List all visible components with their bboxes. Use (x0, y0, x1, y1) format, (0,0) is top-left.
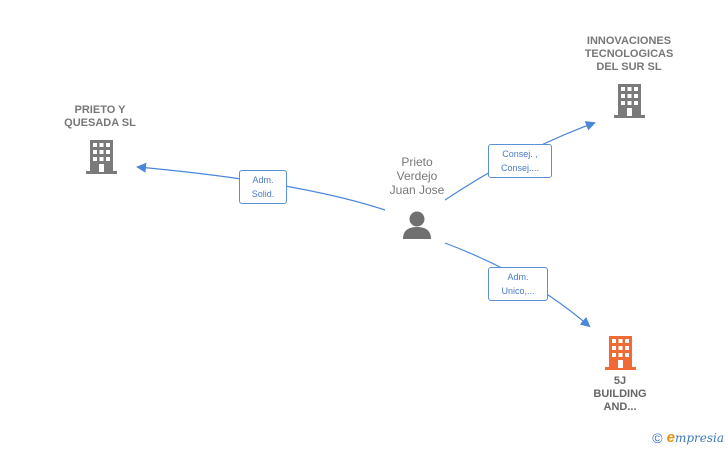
building-icon[interactable] (86, 140, 117, 174)
person-icon[interactable] (403, 211, 431, 240)
edge-label-adm-unico: Adm. Unico,... (488, 267, 548, 301)
company-label-innovaciones[interactable]: INNOVACIONES TECNOLOGICAS DEL SUR SL (584, 35, 674, 73)
brand-initial: e (666, 429, 675, 446)
company-label-prieto-quesada[interactable]: PRIETO Y QUESADA SL (64, 104, 136, 129)
edge-label-adm-solid: Adm. Solid. (239, 170, 287, 204)
copyright-symbol: © (652, 429, 663, 446)
edge-label-consej: Consej. , Consej.... (488, 144, 552, 178)
brand-name: mpresia (674, 431, 724, 445)
company-label-building[interactable]: 5J BUILDING AND... (593, 375, 647, 413)
empresia-logo: © empresia (652, 429, 724, 446)
building-icon[interactable] (614, 84, 645, 118)
person-label[interactable]: Prieto Verdejo Juan Jose (389, 155, 445, 197)
building-icon-highlighted[interactable] (605, 336, 636, 370)
